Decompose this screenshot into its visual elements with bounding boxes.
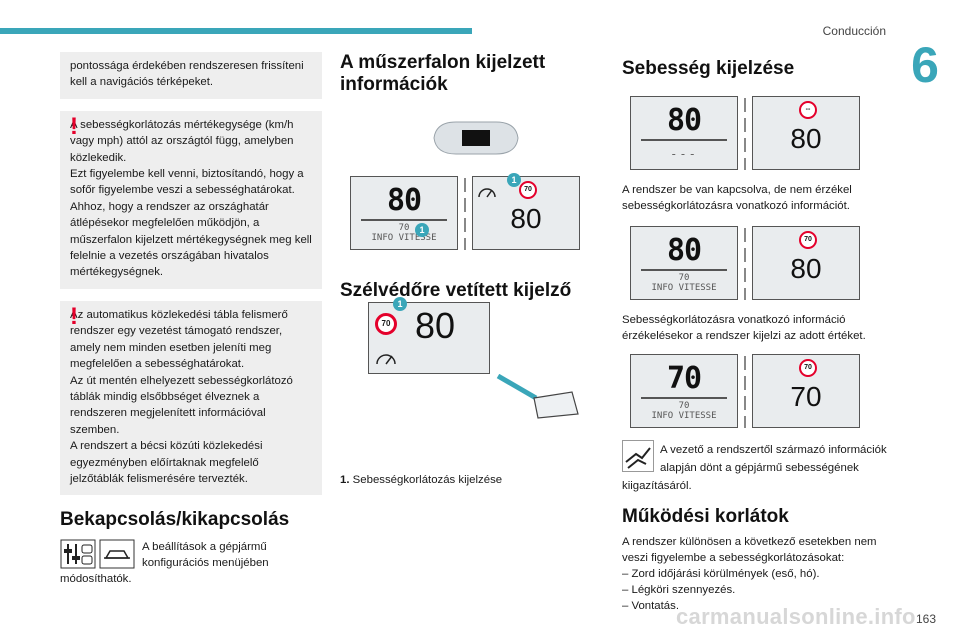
cluster-left-panel: 70 70 INFO VITESSE [630,354,738,428]
sub-label: INFO VITESSE [651,283,717,293]
warning-box-recognition: ! Az automatikus közlekedési tábla felis… [60,300,322,496]
warning-text-1: Az automatikus közlekedési tábla felisme… [70,308,288,371]
separator [738,226,752,302]
column-middle: A műszerfalon kijelzett információk 80 7… [340,52,610,302]
cluster-limit-reached: 70 70 INFO VITESSE 70 70 [630,354,892,430]
heading-limits: Működési korlátok [622,506,789,527]
note-box-navigation: pontossága érdekében rendszeresen frissí… [60,52,322,99]
cluster-info-detected: 80 70 INFO VITESSE 70 80 [630,226,892,302]
cluster-display: 80 70 INFO VITESSE 1 70 80 1 [350,173,610,252]
cluster-no-info: 80 --- -- 80 [630,96,892,172]
divider [361,219,447,221]
section-name: Conducción [822,24,886,38]
hud-speed: 80 [415,305,456,346]
heading-onoff: Bekapcsolás/kikapcsolás [60,509,290,531]
cluster-sub-info: 70 INFO VITESSE [631,273,737,293]
cluster-sub-info: 70 INFO VITESSE [631,401,737,421]
note-text: pontossága érdekében rendszeresen frissí… [70,60,304,89]
cluster-right-panel: 70 80 [752,226,860,300]
speedometer-icon [376,354,396,365]
sub-limit: 70 [678,401,690,411]
text-no-info: A rendszer be van kapcsolva, de nem érzé… [622,184,852,212]
cluster-right-panel: -- 80 [752,96,860,170]
separator [458,176,472,252]
warning-text-3: Ahhoz, hogy a rendszer az országhatár át… [70,200,312,279]
instrument-cluster-icon [433,121,519,155]
separator [738,96,752,172]
header-accent-bar [0,28,472,34]
cluster-right-speed: 80 [790,123,822,154]
onoff-text: A beállítások a gépjármű konfigurációs m… [60,541,269,586]
hud-display: 70 80 1 [368,297,490,374]
settings-car-icon [60,539,135,569]
divider [641,139,727,141]
cluster-right-speed: 80 [790,253,822,284]
cluster-right-panel: 70 80 1 [472,173,580,250]
separator [738,354,752,430]
heading-cluster-info: A műszerfalon kijelzett információk [340,52,546,95]
no-info-dashes: --- [670,147,698,161]
cluster-right-speed: 70 [790,381,822,412]
driver-hand-icon [622,440,654,472]
cluster-speed: 80 [666,103,702,138]
warning-box-units: ! A sebességkorlátozás mértékegysége (km… [60,110,322,289]
sub-limit: 70 [398,223,410,233]
divider [641,269,727,271]
heading-speed-display: Sebesség kijelzése [622,58,795,79]
sub-limit: 70 [678,273,690,283]
cluster-sub-info: 70 INFO VITESSE [351,223,457,243]
cluster-speed: 80 [666,233,702,268]
callout-marker: 1 [507,173,521,187]
text-info-detected: Sebességkorlátozásra vonatkozó informáci… [622,314,866,342]
limit-item: – Zord időjárási körülmények (eső, hó). [622,568,820,580]
callout-marker: 1 [415,223,429,237]
cluster-left-panel: 80 70 INFO VITESSE [630,226,738,300]
warning-icon: ! [70,112,78,140]
speed-limit-sign: -- [799,101,817,119]
legend-text: Sebességkorlátozás kijelzése [352,474,503,486]
speed-limit-sign: 70 [799,231,817,249]
legend-item: 1. Sebességkorlátozás kijelzése [340,472,502,488]
heading-hud: Szélvédőre vetített kijelző [340,280,572,301]
callout-marker: 1 [393,297,407,311]
driver-note: A vezető a rendszertől származó informác… [622,440,892,494]
limit-item: – Légköri szennyezés. [622,584,736,596]
speed-limit-sign: 70 [519,181,537,199]
speedometer-icon [478,188,496,198]
onoff-block: A beállítások a gépjármű konfigurációs m… [60,539,322,587]
cluster-left-panel: 80 --- [630,96,738,170]
sub-label: INFO VITESSE [651,411,717,421]
limits-intro: A rendszer különösen a következő esetekb… [622,536,877,564]
warning-text-2: Ezt figyelembe kell venni, biztosítandó,… [70,168,304,197]
windshield-projector-icon [496,374,579,419]
sub-label: INFO VITESSE [371,233,437,243]
watermark: carmanualsonline.info [676,604,916,629]
cluster-speed: 80 [386,183,422,218]
limit-item: – Vontatás. [622,600,679,612]
speed-limit-sign: 70 [799,359,817,377]
page-number: 163 [915,612,936,626]
cluster-right-speed: 80 [510,203,542,234]
chapter-number: 6 [911,37,939,93]
warning-text-2: Az út mentén elhelyezett sebességkorláto… [70,374,293,436]
warning-icon: ! [70,302,78,330]
cluster-right-panel: 70 70 [752,354,860,428]
column-right: Sebesség kijelzése 80 --- -- 80 A rendsz… [622,52,892,614]
cluster-speed: 70 [666,361,702,396]
warning-text-1: A sebességkorlátozás mértékegysége (km/h… [70,118,294,164]
column-left: pontossága érdekében rendszeresen frissí… [60,52,322,587]
cluster-left-panel: 80 70 INFO VITESSE 1 [350,176,458,250]
divider [641,397,727,399]
speed-limit-sign: 70 [375,313,397,335]
legend-number: 1. [340,474,350,486]
driver-text: A vezető a rendszertől származó informác… [622,444,887,492]
warning-text-3: A rendszert a bécsi közúti közlekedési e… [70,440,263,485]
